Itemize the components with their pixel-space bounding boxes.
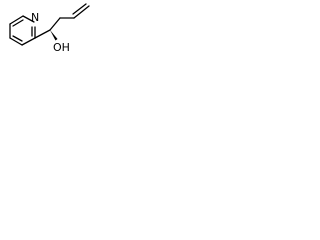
side-chain (34, 3, 90, 41)
chemical-structure: N OH (9, 3, 90, 54)
ring-double-bond-inner-2 (12, 35, 23, 42)
hydroxyl-label: OH (53, 41, 70, 54)
bond-ring-to-chiral-carbon (34, 29, 51, 39)
ring-bond-c5-c6 (21, 37, 36, 46)
vinyl-double-bond-inner (72, 3, 87, 15)
vinyl-double-bond-outer (73, 5, 90, 19)
ring-bond-c4-c5 (9, 37, 23, 46)
wedge-bond-to-hydroxyl (50, 30, 58, 41)
ring-double-bond-inner-1 (12, 19, 24, 27)
ring-bond-n-c2 (22, 15, 35, 23)
ring-nitrogen-label: N (31, 11, 39, 24)
pyridine-ring (9, 15, 36, 46)
ring-bond-c2-c3 (9, 15, 24, 25)
bond-chiral-carbon-to-ch2 (49, 17, 61, 31)
